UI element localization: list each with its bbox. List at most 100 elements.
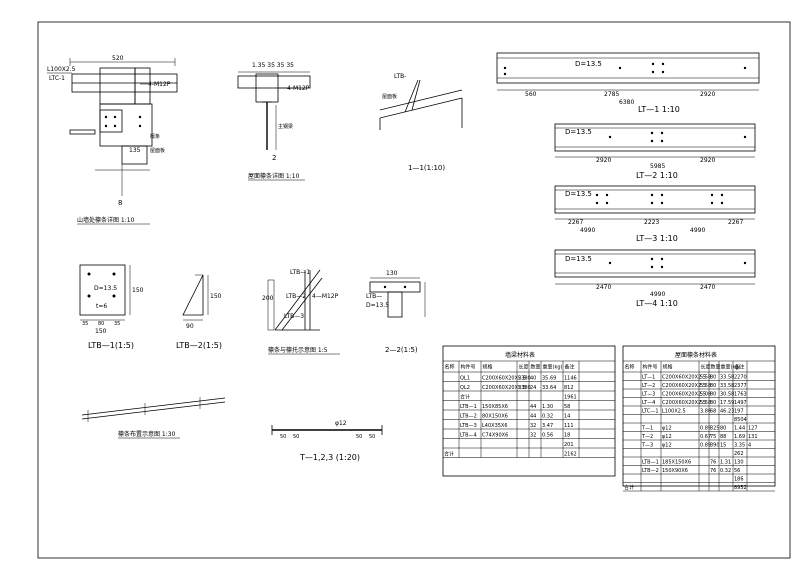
brace-detail-view: 200 LTB—1 LTB—2 LTB—3 4—M12P 檩条与檩托示意图 1:… (262, 269, 340, 355)
table-header: 重量(kg) (721, 364, 741, 371)
dim-lt1-b: 2785 (604, 91, 619, 98)
thk-ltb1: t=6 (96, 303, 107, 310)
table-cell: 80X150X6 (482, 414, 508, 420)
table-cell: φ12 (662, 443, 672, 449)
table-cell: 15 (720, 443, 726, 449)
table-cell: 33.58 (720, 375, 734, 381)
total-lt1: 6380 (619, 99, 634, 106)
table-header: 数量 (711, 364, 721, 371)
table-cell: 35.69 (542, 376, 556, 382)
table-cell: 33.58 (720, 383, 734, 389)
table-header: 规格 (663, 364, 673, 371)
table-cell: 1961 (564, 395, 577, 401)
beam-lt3: D=13.5 2267 2223 2267 4990 4990 LT—3 1:1… (554, 185, 756, 243)
table-cell: 2270 (734, 375, 747, 381)
table-cell: 111 (564, 423, 574, 429)
table-cell: LTB—1 (642, 460, 659, 466)
table-cell: 1.30 (542, 404, 553, 410)
table-cell: 1.44 (734, 426, 745, 432)
table-cell: 合计 (444, 451, 454, 458)
dim-brace: 200 (262, 295, 274, 302)
table-cell: 325 (710, 426, 720, 432)
table-cell: 150X85X6 (482, 404, 508, 410)
dim-lt3-c: 2267 (728, 219, 743, 226)
table-cell: 0.32 (542, 414, 553, 420)
table-cell: 32 (530, 423, 536, 429)
table-cell: C200X60X20X2.5 (662, 392, 706, 398)
note-roof: 屋面板 (150, 147, 165, 154)
table-header: 长度 (519, 364, 529, 371)
dim-top: 520 (112, 55, 124, 62)
bolt-label: 4-M12P (148, 81, 171, 88)
item-ltb-3: LTB—3 (284, 313, 304, 320)
hole-lt1: D=13.5 (575, 60, 602, 68)
ltb1-plate-view: D=13.5 t=6 150 35 80 35 150 LTB—1(1:5) (79, 264, 144, 350)
label-lt4: LT—4 1:10 (636, 299, 678, 308)
beam-lt1: D=13.5 560 2785 2920 6380 LT—1 1:10 (496, 52, 760, 114)
table-cell: C200X60X20X2.5 (482, 385, 526, 391)
note-purlin: 檩条 (150, 133, 160, 140)
table-cell: 130 (734, 460, 744, 466)
note-roof-2: 屋面板 (382, 93, 397, 100)
table-cell: LTB—2 (460, 414, 477, 420)
table-cell: 131 (748, 434, 758, 440)
dim-ltb2-w: 90 (186, 323, 194, 330)
rod-dim-4: 50 (369, 434, 375, 440)
table-cell: LT—3 (642, 392, 655, 398)
table-cell: 1.31 (720, 460, 731, 466)
table-cell: 5.58 (700, 400, 711, 406)
rod-dim-3: 50 (356, 434, 362, 440)
table-cell: 0.89 (700, 426, 711, 432)
dim-ltb1-b3: 35 (114, 321, 120, 327)
table-cell: 3.47 (542, 423, 553, 429)
label-lt1: LT—1 1:10 (638, 105, 680, 114)
table-cell: 30.58 (720, 392, 734, 398)
table-header: 名称 (445, 364, 455, 371)
table-cell: 2377 (734, 383, 747, 389)
view-title-ltb2: LTB—2(1:5) (176, 341, 222, 350)
table-cell: 24 (530, 385, 536, 391)
item-ltb-22: LTB— (366, 293, 382, 300)
table-cell: 76 (710, 468, 716, 474)
label-lt3: LT—3 1:10 (636, 234, 678, 243)
table-cell: 5.58 (700, 383, 711, 389)
table-cell: 76 (710, 460, 716, 466)
table-header: 备注 (565, 364, 575, 371)
view-title-connection: 山墙处檩条详图 1:10 (77, 216, 135, 224)
table-cell: 80 (710, 375, 716, 381)
table-cell: 56 (734, 468, 740, 474)
table-cell: C200X60X20X2.5 (662, 375, 706, 381)
dim-ltb1-b1: 35 (82, 321, 88, 327)
table-cell: LTB—1 (460, 404, 477, 410)
table-cell: QL2 (460, 385, 470, 391)
table-cell: T—1 (641, 426, 653, 432)
dim-lt1-a: 560 (525, 91, 537, 98)
table-cell: 33.64 (542, 385, 556, 391)
hole-ltb1: D=13.5 (94, 285, 117, 292)
table-cell: 0.89 (700, 443, 711, 449)
table-header: 名称 (625, 364, 635, 371)
purlin-section-view: 1.35 35 35 35 4-M12P 主钢梁 2 屋面檩条详图 1:10 (237, 62, 311, 181)
table-cell: C74X90X6 (482, 433, 508, 439)
table-cell: 5.58 (700, 375, 711, 381)
table-cell: LTB—4 (460, 433, 477, 439)
sheet-border (37, 21, 791, 559)
table-cell: 44 (530, 414, 536, 420)
table-cell: φ12 (662, 426, 672, 432)
bolt-label-2: 4-M12P (287, 85, 310, 92)
table-cell: LT—1 (642, 375, 655, 381)
hole-lt4: D=13.5 (565, 255, 592, 263)
table-cell: 18 (564, 433, 570, 439)
table-cell: 812 (564, 385, 574, 391)
rod-spec: φ12 (335, 420, 347, 427)
table-header: 构件号 (461, 364, 476, 371)
extra-lt3: 4990 (690, 227, 705, 234)
table-cell: T—2 (641, 434, 653, 440)
table-cell: 5.08 (700, 392, 711, 398)
item-ltb-1: LTB—1 (290, 269, 310, 276)
table-cell: C200X60X20X2.5 (482, 376, 526, 382)
dim-lt2-b: 2920 (700, 157, 715, 164)
dim-ltb2-h: 150 (210, 293, 222, 300)
